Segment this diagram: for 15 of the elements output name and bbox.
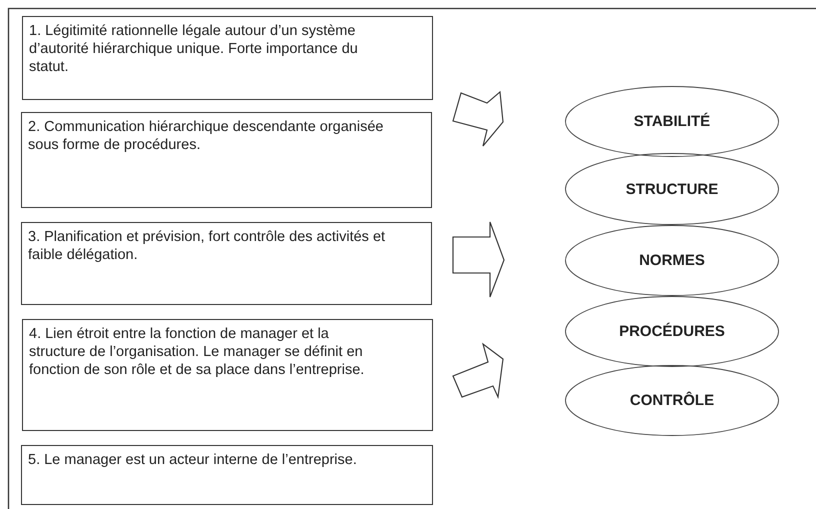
- ellipse-label: STABILITÉ: [634, 113, 710, 130]
- ellipse-label: NORMES: [639, 252, 705, 269]
- text-box: [21, 112, 432, 208]
- box-text: 3. Planification et prévision, fort contrôle des activités et faible délégation.: [28, 228, 386, 264]
- text-box: [22, 319, 433, 431]
- text-box: [22, 16, 433, 100]
- ellipse-label: STRUCTURE: [626, 180, 718, 198]
- ellipse-label: CONTRÔLE: [630, 392, 714, 409]
- ellipse-label: PROCÉDURES: [619, 323, 725, 340]
- box-text: 4. Lien étroit entre la fonction de manager et la structure de l’organisation. Le manager se définit en fonction de son rôle et de sa place dans l’entreprise.: [29, 325, 366, 379]
- box-text: 1. Légitimité rationnelle légale autour d’un système d’autorité hiérarchique unique. Forte importance du statut.: [29, 22, 359, 76]
- text-box: [21, 222, 432, 305]
- text-box: [21, 445, 433, 505]
- box-text: 5. Le manager est un acteur interne de l’entreprise.: [28, 451, 358, 469]
- box-text: 2. Communication hiérarchique descendante organisée sous forme de procédures.: [28, 118, 384, 154]
